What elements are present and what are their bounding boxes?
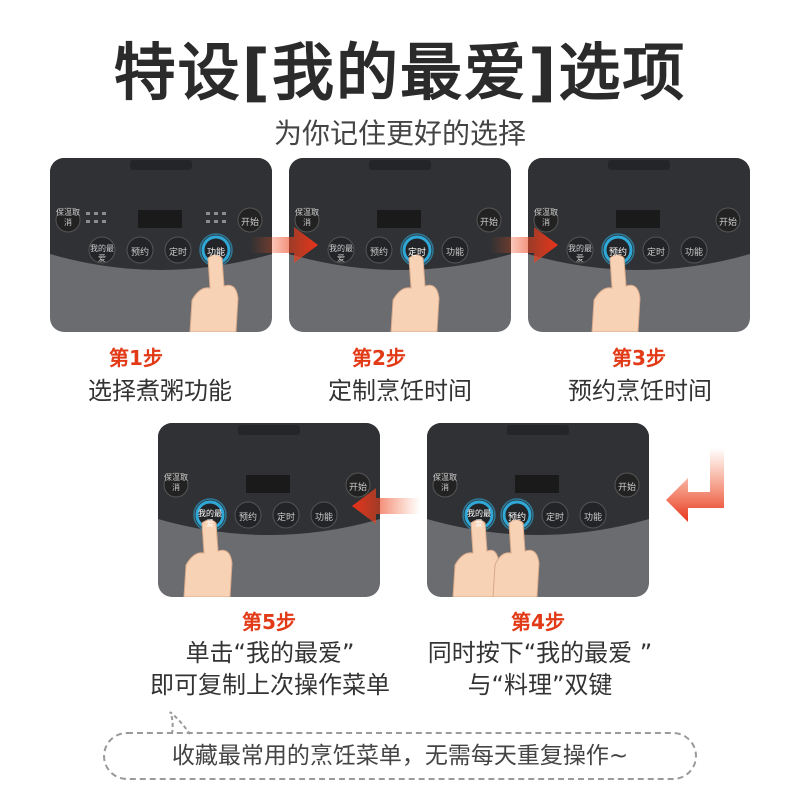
- favorite-button: 我的最爱: [329, 244, 353, 263]
- pointing-finger-icon: [183, 519, 233, 597]
- step-3-panel: 保温取消 我的最爱 预约 定时 功能 开始: [528, 158, 750, 332]
- timer-button: 定时: [545, 513, 564, 523]
- favorite-button: 我的最爱: [198, 509, 222, 528]
- keep-warm-button: 保温取消: [534, 208, 558, 227]
- reserve-button: 预约: [369, 248, 388, 258]
- step-5-panel: 保温取消 我的最爱 预约 定时 功能 开始: [158, 423, 380, 597]
- page-title: 特设[我的最爱]选项: [113, 36, 687, 109]
- footer-note: 收藏最常用的烹饪菜单，无需每天重复操作~: [103, 732, 697, 780]
- step-5-line-1: 单击“我的最爱”: [185, 639, 355, 667]
- step-4-number: 第4步: [511, 610, 565, 634]
- page-subtitle: 为你记住更好的选择: [273, 117, 526, 150]
- reserve-button: 预约: [130, 248, 149, 258]
- step-2-panel: 保温取消 我的最爱 预约 定时 功能 开始: [289, 158, 511, 332]
- arrow-left-icon: [352, 488, 420, 524]
- pointing-finger-icon: [189, 254, 239, 332]
- favorite-button: 我的最爱: [467, 509, 491, 528]
- step-4-line-1: 同时按下“我的最爱 ”: [427, 639, 653, 667]
- start-button: 开始: [479, 218, 498, 228]
- pointing-finger-icon: [591, 254, 641, 332]
- step-2-number: 第2步: [352, 346, 406, 370]
- start-button: 开始: [617, 483, 636, 493]
- favorite-button: 我的最爱: [568, 244, 592, 263]
- timer-button: 定时: [276, 513, 295, 523]
- start-button: 开始: [718, 218, 737, 228]
- step-5-line-2: 即可复制上次操作菜单: [150, 671, 390, 699]
- pointing-finger-icon: [390, 254, 440, 332]
- reserve-button: 预约: [608, 248, 627, 258]
- arrow-down-left-icon: [666, 448, 724, 522]
- footer-text: 收藏最常用的烹饪菜单，无需每天重复操作~: [171, 743, 629, 769]
- reserve-button: 预约: [507, 513, 526, 523]
- speech-tail-decoration: [169, 711, 191, 735]
- step-2-description: 定制烹饪时间: [328, 377, 472, 405]
- step-3-number: 第3步: [612, 346, 666, 370]
- arrow-right-icon: [250, 227, 318, 263]
- keep-warm-button: 保温取消: [56, 208, 80, 227]
- start-button: 开始: [240, 218, 259, 228]
- keep-warm-button: 保温取消: [164, 473, 188, 492]
- start-button: 开始: [348, 483, 367, 493]
- function-button: 功能: [206, 248, 225, 258]
- timer-button: 定时: [168, 248, 187, 258]
- timer-button: 定时: [646, 248, 665, 258]
- step-4-panel: 保温取消 我的最爱 预约 定时 功能 开始: [427, 423, 649, 597]
- pointing-finger-icon: [452, 519, 540, 597]
- function-button: 功能: [314, 513, 333, 523]
- step-5-number: 第5步: [242, 610, 296, 634]
- favorite-button: 我的最爱: [90, 244, 114, 263]
- arrow-right-icon: [490, 227, 558, 263]
- step-4-line-2: 与“料理”双键: [467, 671, 613, 699]
- timer-button: 定时: [407, 248, 426, 258]
- step-1-description: 选择煮粥功能: [88, 377, 232, 405]
- function-button: 功能: [684, 248, 703, 258]
- keep-warm-button: 保温取消: [295, 208, 319, 227]
- step-1-panel: 保温取消 我的最爱 预约 定时 功能 开始: [50, 158, 272, 332]
- step-3-description: 预约烹饪时间: [568, 377, 712, 405]
- keep-warm-button: 保温取消: [433, 473, 457, 492]
- reserve-button: 预约: [238, 513, 257, 523]
- function-button: 功能: [445, 248, 464, 258]
- step-1-number: 第1步: [109, 346, 163, 370]
- function-button: 功能: [583, 513, 602, 523]
